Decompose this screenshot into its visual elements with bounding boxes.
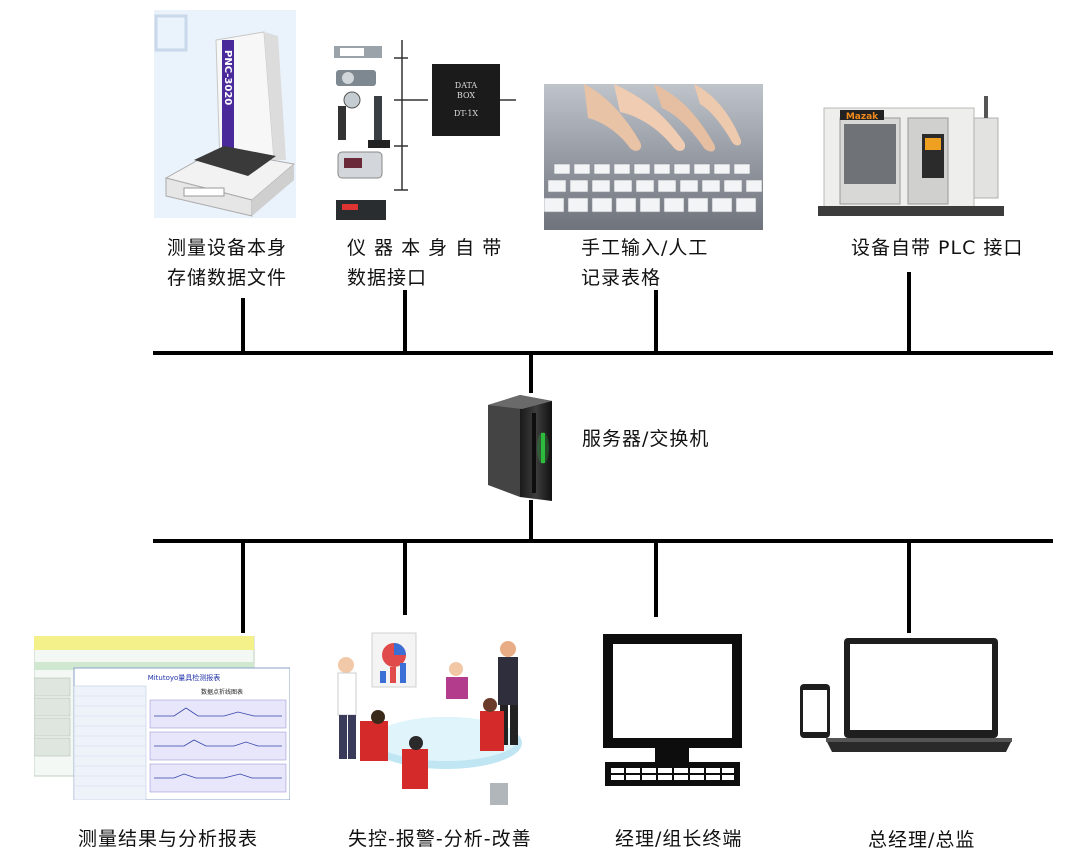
connector-top-4	[907, 272, 911, 353]
team-meeting-image	[330, 625, 535, 810]
top-node-label-3: 手工输入/人工 记录表格	[581, 233, 708, 293]
cmm-badge-text: PNC-3020	[222, 50, 233, 105]
server-icon	[486, 393, 566, 503]
desktop-monitor-icon	[603, 634, 742, 786]
bottom-node-label-2: 失控-报警-分析-改善	[348, 828, 532, 850]
bottom-node-label-4: 总经理/总监	[868, 829, 976, 851]
connector-top-1	[241, 298, 245, 353]
top-node-2-line1: 仪 器 本 身 自 带	[347, 237, 503, 259]
mazak-brand-text: Mazak	[846, 112, 879, 122]
top-node-1-line1: 测量设备本身	[167, 237, 288, 259]
bottom-node-label-1: 测量结果与分析报表	[78, 828, 259, 850]
connector-top-3	[654, 290, 658, 353]
top-node-3-line1: 手工输入/人工	[581, 237, 709, 259]
connector-bottom-3	[654, 541, 658, 617]
data-box-line2: BOX	[457, 91, 475, 100]
bottom-node-label-3: 经理/组长终端	[615, 828, 743, 850]
upper-network-bus	[153, 351, 1053, 355]
server-label: 服务器/交换机	[582, 428, 710, 450]
top-node-label-4: 设备自带 PLC 接口	[851, 233, 1023, 263]
top-node-label-1: 测量设备本身 存储数据文件	[167, 233, 287, 293]
cmm-machine-image: PNC-3020	[154, 10, 296, 218]
top-node-1-line2: 存储数据文件	[167, 267, 288, 289]
laptop-phone-icon	[800, 638, 1012, 754]
report-chart-title-text: 数据点折线图表	[201, 688, 243, 696]
connector-bottom-4	[907, 541, 911, 633]
top-node-4-line1: 设备自带 PLC 接口	[851, 237, 1024, 259]
report-title-text: Mitutoyo量具检测报表	[148, 673, 221, 682]
connector-server-down	[529, 500, 533, 541]
lower-network-bus	[153, 539, 1053, 543]
top-node-3-line2: 记录表格	[581, 267, 662, 289]
connector-bottom-2	[403, 541, 407, 615]
instruments-data-box-image: DATA BOX DT-1X	[330, 40, 520, 222]
connector-server-up	[529, 353, 533, 393]
top-node-2-line2: 数据接口	[347, 267, 428, 289]
connector-bottom-1	[241, 541, 245, 633]
report-spreadsheet-image: Mitutoyo量具检测报表 数据点折线图表	[33, 635, 291, 801]
keyboard-hands-image	[544, 84, 763, 230]
top-node-label-2: 仪 器 本 身 自 带 数据接口	[347, 233, 502, 293]
data-box-line1: DATA	[455, 81, 478, 90]
cnc-machine-image: Mazak	[814, 88, 1006, 220]
connector-top-2	[403, 290, 407, 353]
data-box-line3: DT-1X	[454, 109, 479, 118]
